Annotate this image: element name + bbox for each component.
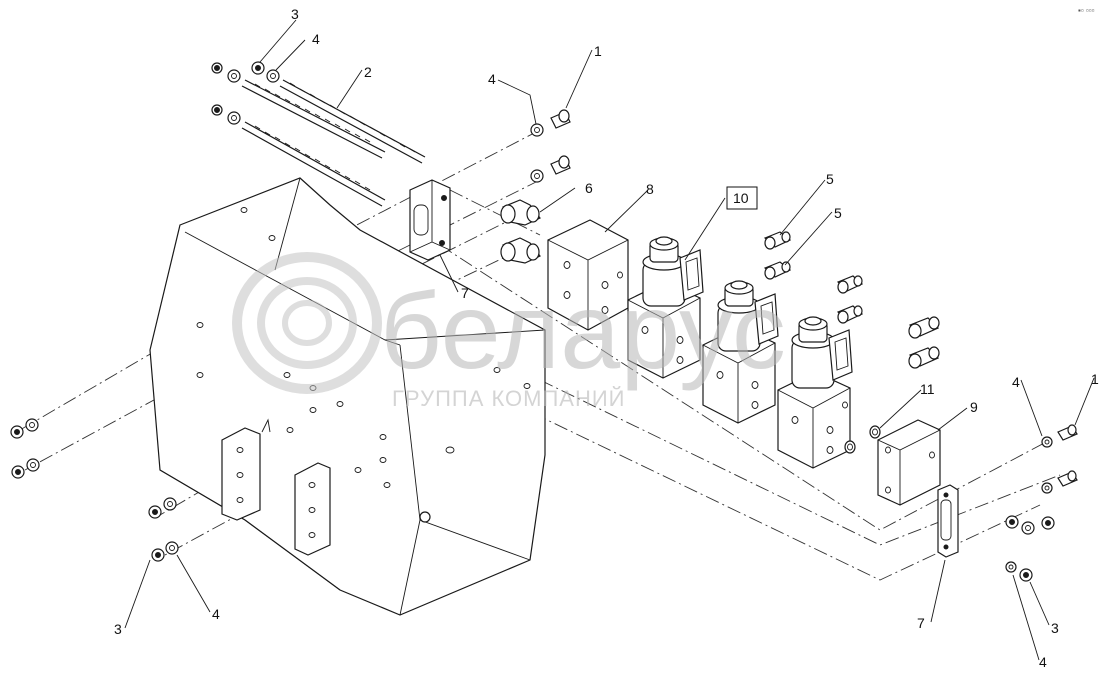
- solenoid-valve-1: [627, 236, 704, 379]
- housing-bracket-right: [294, 462, 331, 556]
- callout-labels: 3 4 2 4 1 6 8 10 5 5 7 11 9 4 1 7 3 4 3 …: [114, 6, 1099, 670]
- callout-6: 6: [585, 180, 593, 196]
- callout-4-left: 4: [212, 606, 220, 622]
- callout-1-top: 1: [594, 43, 602, 59]
- bolts-top: [530, 109, 571, 183]
- callout-4-bottom-right: 4: [1039, 654, 1047, 670]
- hardware-right: [1005, 424, 1078, 582]
- callout-4-mid: 4: [488, 71, 496, 87]
- callout-11: 11: [920, 381, 935, 397]
- o-rings-11: [844, 425, 881, 454]
- nuts-washers-left: [10, 418, 179, 562]
- nuts-washers-top-left: [211, 61, 280, 125]
- corner-mark: ▪▫ ▫▫▫: [1078, 6, 1095, 15]
- solenoid-valve-3: [777, 316, 853, 469]
- leader-lines: [124, 19, 1095, 661]
- watermark-logo: [232, 252, 382, 394]
- callout-3-right: 3: [1051, 620, 1059, 636]
- watermark: беларус ГРУППА КОМПАНИЙ: [232, 252, 786, 411]
- housing-bracket-left: [221, 418, 271, 521]
- callout-10: 10: [733, 190, 749, 206]
- callout-7-top: 7: [461, 285, 469, 301]
- callout-9: 9: [970, 399, 978, 415]
- callout-4-top: 4: [312, 31, 320, 47]
- callout-7-bottom: 7: [917, 615, 925, 631]
- callout-10-box: [726, 186, 758, 210]
- callout-2: 2: [364, 64, 372, 80]
- watermark-brand: беларус: [380, 270, 786, 391]
- callout-3-left: 3: [114, 621, 122, 637]
- callout-1-right: 1: [1091, 371, 1099, 387]
- callout-8: 8: [646, 181, 654, 197]
- solenoid-valve-2: [702, 280, 779, 424]
- fittings-6: [500, 199, 541, 264]
- callout-4-right: 4: [1012, 374, 1020, 390]
- callout-5-b: 5: [834, 205, 842, 221]
- callout-5-a: 5: [826, 171, 834, 187]
- callout-3-top: 3: [291, 6, 299, 22]
- threaded-studs: [241, 79, 426, 207]
- watermark-subtitle: ГРУППА КОМПАНИЙ: [392, 386, 626, 411]
- valve-block-8: [547, 219, 629, 331]
- bracket-7-top: [409, 179, 451, 261]
- cover-plate-9: [877, 419, 941, 506]
- fittings-5: [763, 231, 940, 369]
- bracket-7-bottom: [937, 484, 959, 558]
